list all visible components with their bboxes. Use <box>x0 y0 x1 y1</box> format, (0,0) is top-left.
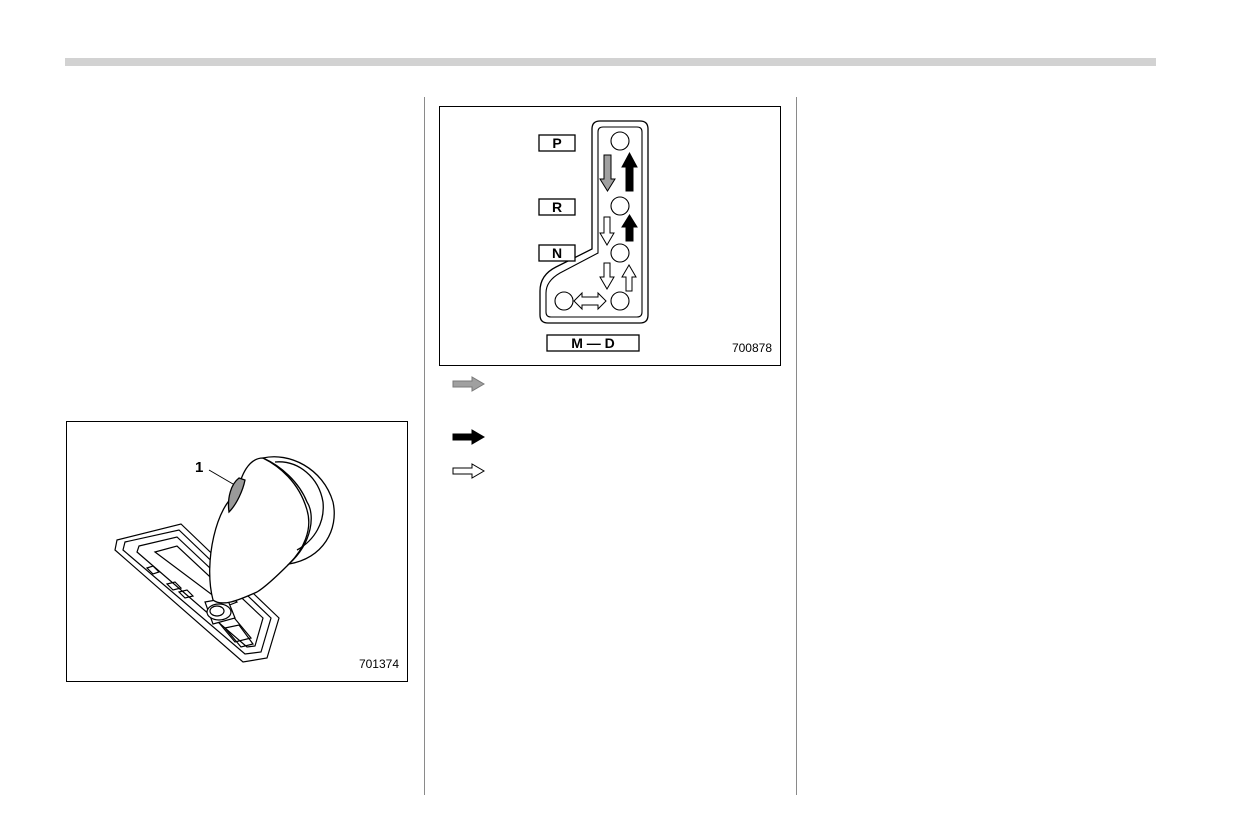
column-divider-left <box>424 97 425 795</box>
shift-pattern-illustration: P R N M — D <box>538 120 649 352</box>
legend-gray-arrow-icon <box>452 376 485 392</box>
shift-gate-plate <box>114 523 280 663</box>
legend-white-arrow-icon <box>452 463 485 479</box>
label-r: R <box>552 199 562 215</box>
label-md-box: M — D <box>546 334 640 352</box>
white-arrow-down-icon <box>599 262 615 290</box>
white-arrow-up-icon <box>621 264 637 292</box>
gate-outline-outer <box>539 120 649 324</box>
position-m-circle <box>554 291 574 311</box>
column-divider-right <box>796 97 797 795</box>
lever-knob <box>209 456 335 604</box>
black-arrow-up-icon <box>621 214 638 242</box>
figure-code: 701374 <box>358 657 399 671</box>
position-d-circle <box>610 291 630 311</box>
selector-lever-illustration: 1 <box>114 456 335 663</box>
label-n: N <box>552 245 562 261</box>
position-r-circle <box>610 196 630 216</box>
legend-black-arrow-icon <box>452 429 485 445</box>
label-p-box: P <box>538 134 576 152</box>
gate-outline-inner <box>545 126 643 318</box>
figure-code: 700878 <box>731 341 772 355</box>
position-n-circle <box>610 243 630 263</box>
header-rule <box>65 58 1156 66</box>
label-md: M — D <box>571 335 615 351</box>
position-p-circle <box>610 131 630 151</box>
label-p: P <box>552 135 561 151</box>
lever-boot <box>204 597 236 625</box>
white-double-arrow-icon <box>573 291 607 311</box>
label-n-box: N <box>538 244 576 262</box>
callout-leader <box>208 469 234 485</box>
gray-arrow-down-icon <box>599 154 616 192</box>
figure-selector-lever: 1 701374 <box>66 421 408 682</box>
black-arrow-up-icon <box>621 151 638 192</box>
callout-label: 1 <box>195 459 203 476</box>
figure-shift-pattern: P R N M — D 700878 <box>439 106 781 366</box>
white-arrow-down-icon <box>599 216 615 246</box>
label-r-box: R <box>538 198 576 216</box>
knob-button-highlight <box>227 477 246 514</box>
